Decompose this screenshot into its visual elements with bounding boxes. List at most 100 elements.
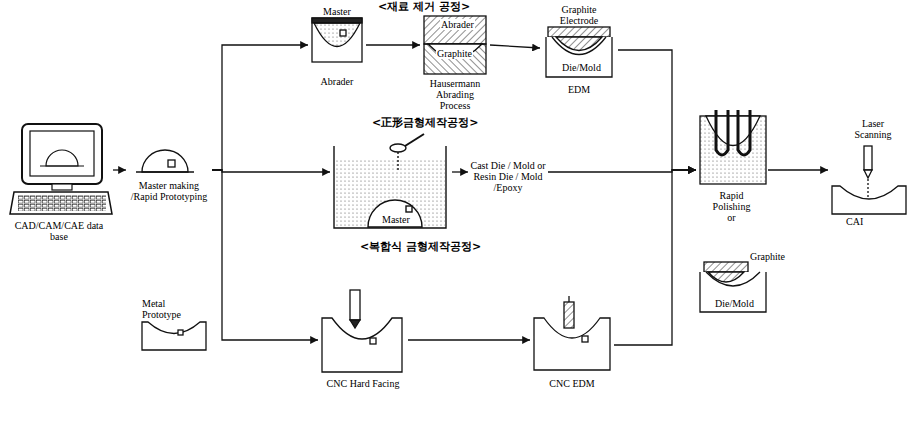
computer-icon-part [52,184,72,190]
flow-arrow [408,339,530,340]
cnc-edm-part [564,302,574,328]
casting-box-part [334,146,446,228]
flow-arrow [490,45,540,48]
step-label: Die/Mold [561,62,602,73]
section-heading: <재료 제거 공정> [378,0,470,13]
flow-arrow [212,170,330,172]
metal-prototype-part [178,330,183,335]
computer-icon-part [10,192,112,214]
rapid-polishing-part [700,116,766,184]
casting-box-part [335,160,445,227]
step-label: CNC EDM [530,378,614,389]
metal-prototype-part [142,322,206,350]
hausermann-abrader-part [424,16,486,44]
step-label: CAI [846,216,863,227]
flow-arrow [618,50,696,170]
abrader-master-part [314,23,360,47]
cai-scanner-part [864,170,872,178]
edm-electrode-die-part [552,37,606,55]
cnc-hard-facing-part [370,338,376,344]
master-model-part [168,160,175,167]
flow-arrow [452,171,468,172]
computer-icon-part [18,195,106,211]
edm-electrode-die-part [556,37,602,51]
master-model [136,150,194,172]
flow-arrow [768,169,828,170]
master-model-part [136,171,194,172]
abrading-step: AbraderGraphiteHausermann Abrading Proce… [420,14,490,112]
rapid-polishing-part [716,110,728,155]
abrader-master-part [340,30,346,36]
edm-electrode-die-part [548,27,610,37]
step-label: Hausermann Abrading Process [420,78,490,111]
flow-arrow [366,44,420,45]
step-label: Graphite [436,48,473,59]
cnc-hard-facing-part [350,320,360,328]
cnc-edm-part [568,296,569,302]
graphite-die-part [700,272,766,312]
section-heading: <복합식 금형제작공정> [360,240,481,253]
cast-die-result: Cast Die / Mold or Resin Die / Mold /Epo… [468,150,548,220]
step-label: Graphite [750,251,785,262]
edm-electrode-die-part [546,37,612,77]
step-label: Abrader [440,19,475,30]
casting-box [334,134,446,228]
step-label: Laser Scanning [848,118,898,140]
cai-scanner-part [864,146,872,170]
flow-arrow [113,169,126,170]
cai-step: Laser ScanningCAI [828,116,914,234]
graphite-die-part [708,272,744,282]
computer-icon-part [40,165,84,166]
metal-prototype: Metal Prototype [140,298,208,354]
step-label: CAD/CAM/CAE data base [5,220,113,242]
rapid-polishing-part [738,110,750,155]
abrader-master-part [312,18,362,62]
rapid-polishing-part [706,116,760,146]
cnc-edm [534,296,610,370]
flow-arrow [212,45,308,170]
cai-scanner [832,146,906,214]
graphite-die [700,262,766,312]
step-label: Cast Die / Mold or Resin Die / Mold /Epo… [470,160,546,193]
step-label: Master making /Rapid Prototyping [126,180,212,202]
cai-scanner-part [867,179,868,198]
cai-scanner-part [832,186,906,214]
casting-box-part [406,206,412,212]
step-label: Graphite Electrode [549,4,609,26]
rapid-polishing [700,110,766,184]
computer-icon-part [46,150,78,166]
cnc-hard-facing-part [322,318,402,372]
step-label: Abrader [308,76,366,87]
section-heading: <正形금형제작공정> [372,116,478,129]
cnc-hard-facing-part [350,290,360,320]
step-label: Master [308,6,366,17]
casting-box-part [368,200,422,227]
polishing-step: Rapid Polishing or [696,108,768,238]
master-model-part [142,150,188,172]
cnc-edm-part [582,336,588,342]
computer-icon-part [22,124,102,184]
hausermann-abrader-part [428,44,482,58]
cnc-edm-step: CNC EDM [530,296,614,392]
step-label: Metal Prototype [142,298,188,320]
graphite-die-option: GraphiteDie/Mold [696,248,786,314]
computer-icon [10,124,112,214]
step-label: Rapid Polishing or [709,190,754,223]
edm-step: Graphite ElectrodeDie/MoldEDM [540,4,618,102]
cad-computer: CAD/CAM/CAE data base [5,120,113,242]
graphite-die-part [706,272,760,286]
hausermann-abrader [424,16,486,74]
abrader-master [312,18,362,62]
step-label: Die/Mold [714,298,755,309]
flow-arrow [212,170,318,340]
cnc-hard-facing [322,290,402,372]
step-label: Master [381,214,411,225]
hard-facing-step: CNC Hard Facing [318,288,408,392]
computer-icon-part [30,131,94,176]
casting-box-part [397,152,398,170]
metal-prototype [142,322,206,350]
abrader-master-part [312,18,362,23]
